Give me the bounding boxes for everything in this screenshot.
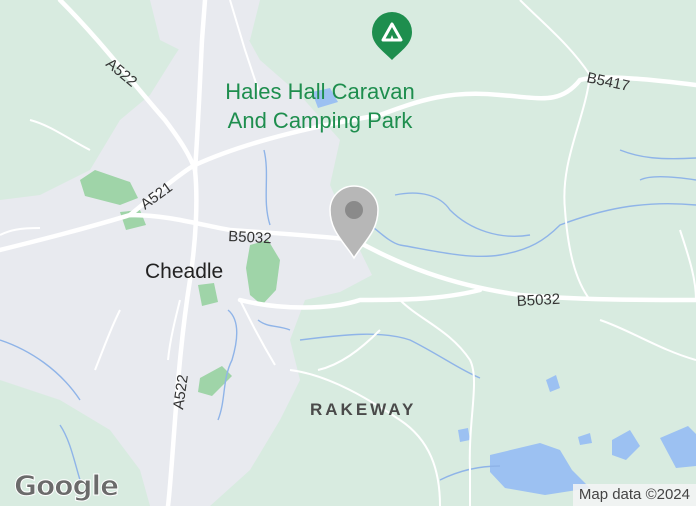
lake <box>490 443 590 495</box>
poi-label-line-1[interactable]: Hales Hall Caravan <box>225 79 415 104</box>
map-pin-icon[interactable] <box>329 185 379 260</box>
park <box>198 366 232 396</box>
lake <box>660 426 696 468</box>
google-logo[interactable]: Google <box>13 469 119 503</box>
park <box>198 283 218 306</box>
road-label-b5032-east: B5032 <box>516 291 560 310</box>
map-attribution[interactable]: Map data ©2024 <box>572 484 696 506</box>
town-label: Cheadle <box>145 260 223 283</box>
lake <box>612 430 640 460</box>
park <box>80 170 138 205</box>
campground-icon[interactable] <box>372 12 412 60</box>
poi-label-line-2[interactable]: And Camping Park <box>228 108 414 133</box>
streams <box>0 149 696 481</box>
area-label: RAKEWAY <box>310 400 416 419</box>
lake <box>546 375 560 392</box>
park <box>246 240 280 305</box>
lake <box>458 428 470 442</box>
lake <box>312 88 338 108</box>
lake <box>578 433 592 445</box>
road-label-a522-south: A522 <box>170 373 192 410</box>
road-label-b5032-west: B5032 <box>228 228 272 247</box>
